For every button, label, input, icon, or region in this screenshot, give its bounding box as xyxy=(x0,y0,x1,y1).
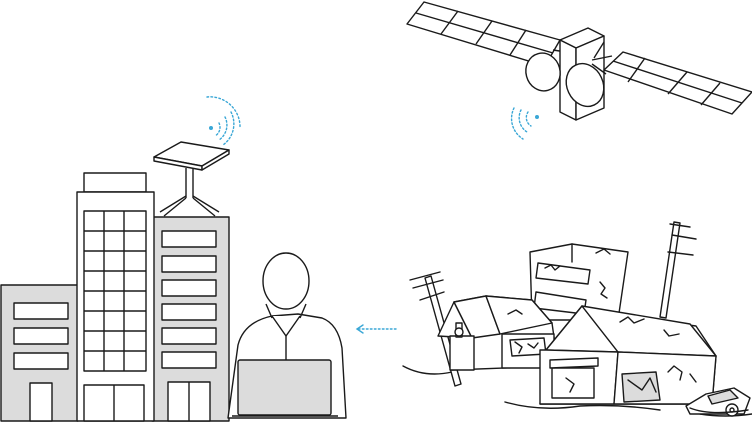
damaged-house-left xyxy=(437,295,559,371)
terminal-signal-waves-icon xyxy=(206,96,241,146)
dotted-arrow-left-icon xyxy=(355,324,397,334)
satellite-right-solar-panel xyxy=(603,51,752,115)
building-left xyxy=(0,284,79,422)
satellite-icon xyxy=(406,1,752,121)
signal-waves-icon xyxy=(510,107,539,140)
submerged-car xyxy=(685,387,751,417)
satellite-dish-left xyxy=(525,52,561,92)
damaged-house-front xyxy=(539,305,717,405)
person-head xyxy=(262,252,310,310)
satellite-left-solar-panel xyxy=(406,1,561,67)
building-right xyxy=(151,216,230,422)
utility-pole-right xyxy=(659,221,697,319)
laptop xyxy=(232,359,338,417)
office-building-icon xyxy=(0,172,230,422)
person-laptop-icon xyxy=(227,252,347,419)
satellite-dish-right xyxy=(565,62,605,108)
building-tall xyxy=(76,172,155,422)
flooded-disaster-area-icon xyxy=(402,221,752,417)
satellite-terminal-icon xyxy=(153,141,230,217)
damaged-apartment xyxy=(529,243,629,321)
